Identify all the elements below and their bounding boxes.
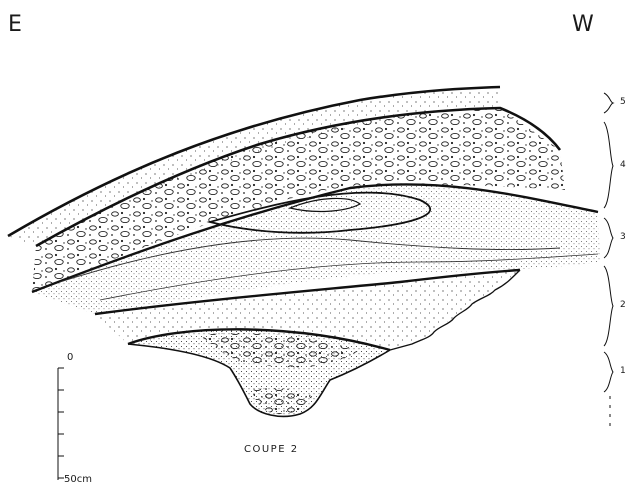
layer-label-2: 2 bbox=[620, 300, 626, 310]
layer-label-5: 5 bbox=[620, 97, 626, 107]
scale-bar bbox=[58, 368, 64, 480]
layer-label-4: 4 bbox=[620, 160, 626, 170]
layer-label-3: 3 bbox=[620, 232, 626, 242]
scale-bottom-label: 50cm bbox=[64, 474, 92, 485]
layer-label-1: 1 bbox=[620, 366, 626, 376]
section-caption: COUPE 2 bbox=[244, 444, 299, 455]
layer-brackets bbox=[604, 93, 613, 430]
scale-top-label: 0 bbox=[67, 352, 73, 363]
